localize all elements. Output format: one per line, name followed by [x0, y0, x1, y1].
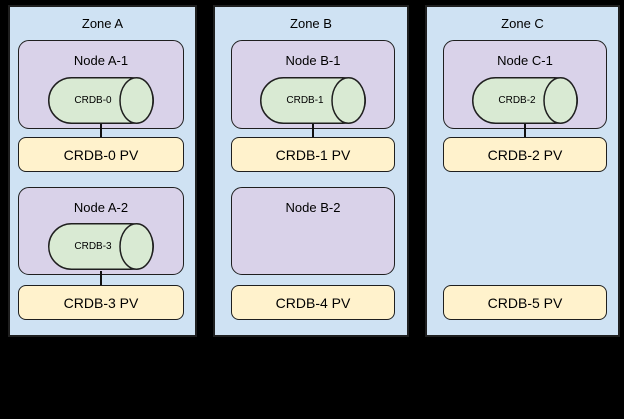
crdb-1-cylinder: CRDB-1	[260, 77, 366, 124]
cylinder-shape	[260, 77, 366, 124]
connector-node-a-2-to-pv	[100, 271, 102, 286]
pv-crdb-2: CRDB-2 PV	[443, 137, 607, 172]
pv-crdb-5: CRDB-5 PV	[443, 285, 607, 320]
crdb-1-cylinder-label: CRDB-1	[286, 95, 324, 106]
zone-c: Zone C Node C-1 CRDB-2 CRDB-2 PV CRDB-5 …	[425, 5, 620, 337]
pv-crdb-1: CRDB-1 PV	[231, 137, 395, 172]
crdb-0-cylinder-label: CRDB-0	[74, 95, 112, 106]
cylinder-shape	[472, 77, 578, 124]
crdb-2-cylinder-label: CRDB-2	[498, 95, 536, 106]
cylinder-shape	[48, 77, 154, 124]
zone-a-label: Zone A	[81, 16, 124, 31]
node-b-1-label: Node B-1	[285, 53, 341, 68]
pv-crdb-4-label: CRDB-4 PV	[275, 294, 351, 311]
node-b-1: Node B-1 CRDB-1	[231, 40, 395, 129]
pv-crdb-0: CRDB-0 PV	[18, 137, 184, 172]
pv-crdb-1-label: CRDB-1 PV	[275, 146, 351, 163]
zone-a: Zone A Node A-1 CRDB-0 CRDB-0 PV Node A-…	[8, 5, 197, 337]
crdb-3-cylinder: CRDB-3	[48, 223, 154, 270]
zone-b-label: Zone B	[290, 16, 332, 31]
node-b-2-label: Node B-2	[285, 200, 341, 215]
node-b-2: Node B-2	[231, 187, 395, 275]
crdb-2-cylinder: CRDB-2	[472, 77, 578, 124]
connector-node-c-1-to-pv	[524, 124, 526, 138]
crdb-0-cylinder: CRDB-0	[48, 77, 154, 124]
pv-crdb-2-label: CRDB-2 PV	[487, 146, 563, 163]
node-a-2-label: Node A-2	[73, 200, 129, 215]
zone-b: Zone B Node B-1 CRDB-1 CRDB-1 PV Node B-…	[213, 5, 409, 337]
node-a-2: Node A-2 CRDB-3	[18, 187, 184, 275]
pv-crdb-0-label: CRDB-0 PV	[63, 146, 139, 163]
node-c-1: Node C-1 CRDB-2	[443, 40, 607, 129]
pv-crdb-3-label: CRDB-3 PV	[63, 294, 139, 311]
node-a-1: Node A-1 CRDB-0	[18, 40, 184, 129]
node-c-1-label: Node C-1	[497, 53, 553, 68]
node-a-1-label: Node A-1	[73, 53, 129, 68]
pv-crdb-5-label: CRDB-5 PV	[487, 294, 563, 311]
crdb-3-cylinder-label: CRDB-3	[74, 241, 112, 252]
connector-node-a-1-to-pv	[100, 124, 102, 138]
connector-node-b-1-to-pv	[312, 124, 314, 138]
zone-c-label: Zone C	[501, 16, 544, 31]
pv-crdb-3: CRDB-3 PV	[18, 285, 184, 320]
cylinder-shape	[48, 223, 154, 270]
pv-crdb-4: CRDB-4 PV	[231, 285, 395, 320]
